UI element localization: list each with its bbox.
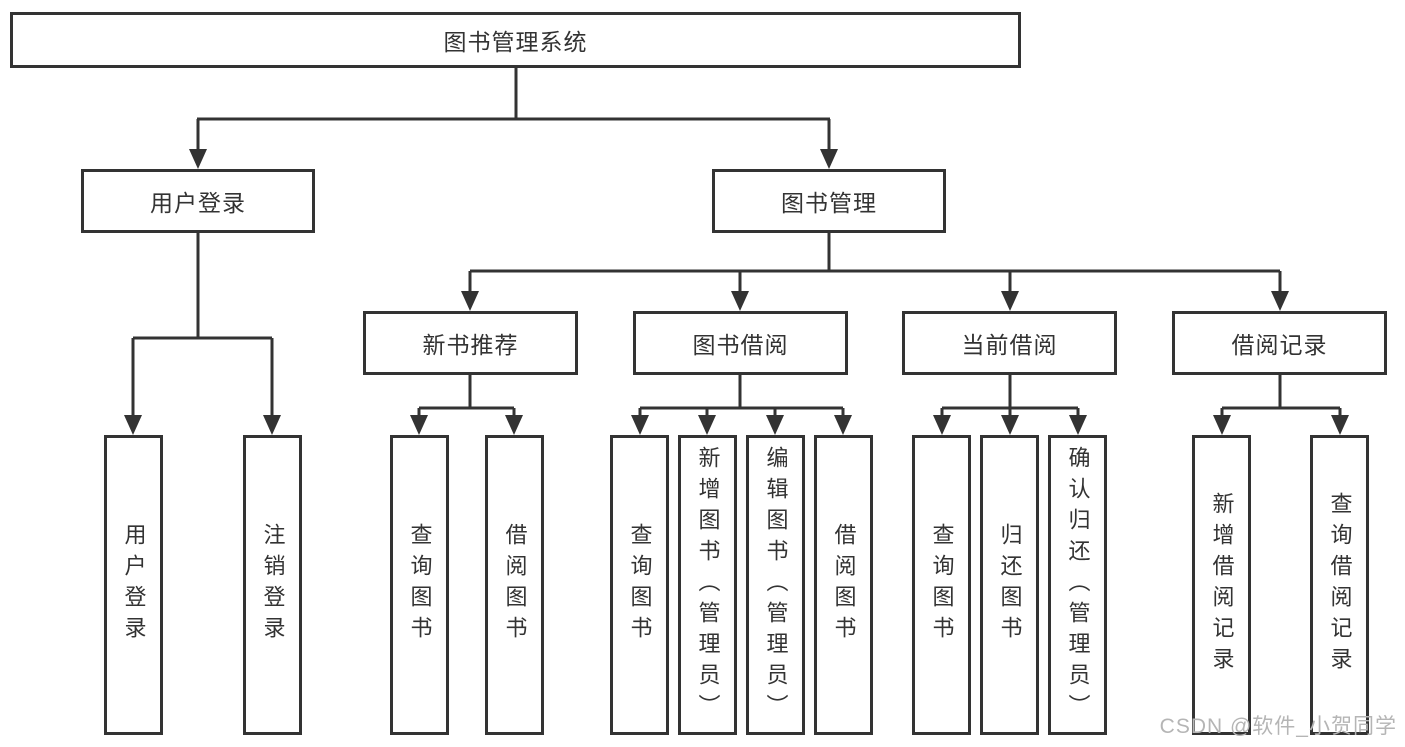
leaf-add-book-admin-label: 新增图书（管理员） [695,445,721,725]
node-user-login: 用户登录 [81,169,315,233]
csdn-watermark: CSDN @软件_小贺同学 [1159,715,1397,738]
leaf-user-login: 用户登录 [104,435,163,735]
leaf-user-login-label: 用户登录 [121,523,147,647]
leaf-add-book-admin: 新增图书（管理员） [678,435,737,735]
leaf-add-borrow-record-label: 新增借阅记录 [1209,492,1235,678]
node-new-book-recommend-label: 新书推荐 [422,332,519,358]
leaf-query-books-current: 查询图书 [912,435,971,735]
node-user-login-label: 用户登录 [150,190,246,216]
node-book-borrowing: 图书借阅 [633,311,848,375]
leaf-query-books-current-label: 查询图书 [929,523,955,647]
leaf-borrow-book-recommend-label: 借阅图书 [502,523,528,647]
leaf-confirm-return-admin: 确认归还（管理员） [1048,435,1107,735]
connector-lines [131,66,1342,419]
node-book-management: 图书管理 [712,169,946,233]
node-library-system: 图书管理系统 [10,12,1021,68]
leaf-query-books-borrowing: 查询图书 [610,435,669,735]
leaf-return-book: 归还图书 [980,435,1039,735]
arrowheads [124,149,1349,435]
leaf-query-books-recommend-label: 查询图书 [407,523,433,647]
node-current-borrowing: 当前借阅 [902,311,1117,375]
leaf-edit-book-admin-label: 编辑图书（管理员） [763,445,789,725]
node-library-system-label: 图书管理系统 [443,29,588,55]
leaf-query-books-recommend: 查询图书 [390,435,449,735]
leaf-query-borrow-record-label: 查询借阅记录 [1327,492,1353,678]
leaf-borrow-book-label: 借阅图书 [831,523,857,647]
leaf-query-books-borrowing-label: 查询图书 [627,523,653,647]
leaf-edit-book-admin: 编辑图书（管理员） [746,435,805,735]
leaf-confirm-return-admin-label: 确认归还（管理员） [1065,445,1091,725]
node-book-borrowing-label: 图书借阅 [692,332,789,358]
leaf-return-book-label: 归还图书 [997,523,1023,647]
node-new-book-recommend: 新书推荐 [363,311,578,375]
leaf-query-borrow-record: 查询借阅记录 [1310,435,1369,735]
node-current-borrowing-label: 当前借阅 [961,332,1058,358]
leaf-logout: 注销登录 [243,435,302,735]
node-borrowing-records-label: 借阅记录 [1231,332,1328,358]
leaf-logout-label: 注销登录 [260,523,286,647]
leaf-add-borrow-record: 新增借阅记录 [1192,435,1251,735]
leaf-borrow-book-recommend: 借阅图书 [485,435,544,735]
leaf-borrow-book: 借阅图书 [814,435,873,735]
node-borrowing-records: 借阅记录 [1172,311,1387,375]
node-book-management-label: 图书管理 [781,190,877,216]
